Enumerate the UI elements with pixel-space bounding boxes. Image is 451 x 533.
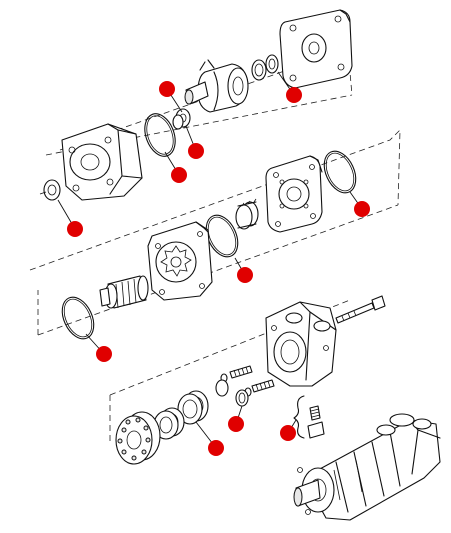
- bearing-race: [177, 390, 209, 425]
- callout-marker[interactable]: [96, 346, 112, 362]
- callout-markers: [67, 81, 370, 456]
- callout-marker[interactable]: [208, 440, 224, 456]
- gerotor-set: [147, 221, 213, 301]
- o-ring-lower-left: [61, 296, 95, 340]
- o-ring-middle-right: [323, 150, 357, 194]
- bolt: [335, 295, 386, 324]
- valve-housing: [265, 301, 337, 387]
- callout-marker[interactable]: [228, 416, 244, 432]
- callout-marker[interactable]: [171, 167, 187, 183]
- end-cover-plate: [279, 9, 353, 89]
- small-o-ring-bottom: [215, 379, 249, 407]
- bearing-small-top: [172, 108, 191, 130]
- assembled-motor: [293, 413, 441, 521]
- shaft-seal-left: [39, 179, 61, 201]
- callout-marker[interactable]: [188, 143, 204, 159]
- drive-spool: [184, 59, 249, 113]
- housing-body: [61, 123, 143, 201]
- callout-marker[interactable]: [280, 425, 296, 441]
- thrust-bearing: [115, 411, 161, 465]
- callout-marker[interactable]: [159, 81, 175, 97]
- callout-marker[interactable]: [237, 267, 253, 283]
- plug-bracket: [293, 395, 325, 439]
- callout-marker[interactable]: [67, 221, 83, 237]
- commutator-plate: [265, 155, 323, 233]
- callout-marker[interactable]: [286, 87, 302, 103]
- drive-link-gear: [235, 198, 259, 230]
- check-valve-springs: [220, 365, 275, 397]
- drive-shaft-splined: [99, 275, 149, 309]
- callout-marker[interactable]: [354, 201, 370, 217]
- seal-ring-top: [251, 54, 279, 81]
